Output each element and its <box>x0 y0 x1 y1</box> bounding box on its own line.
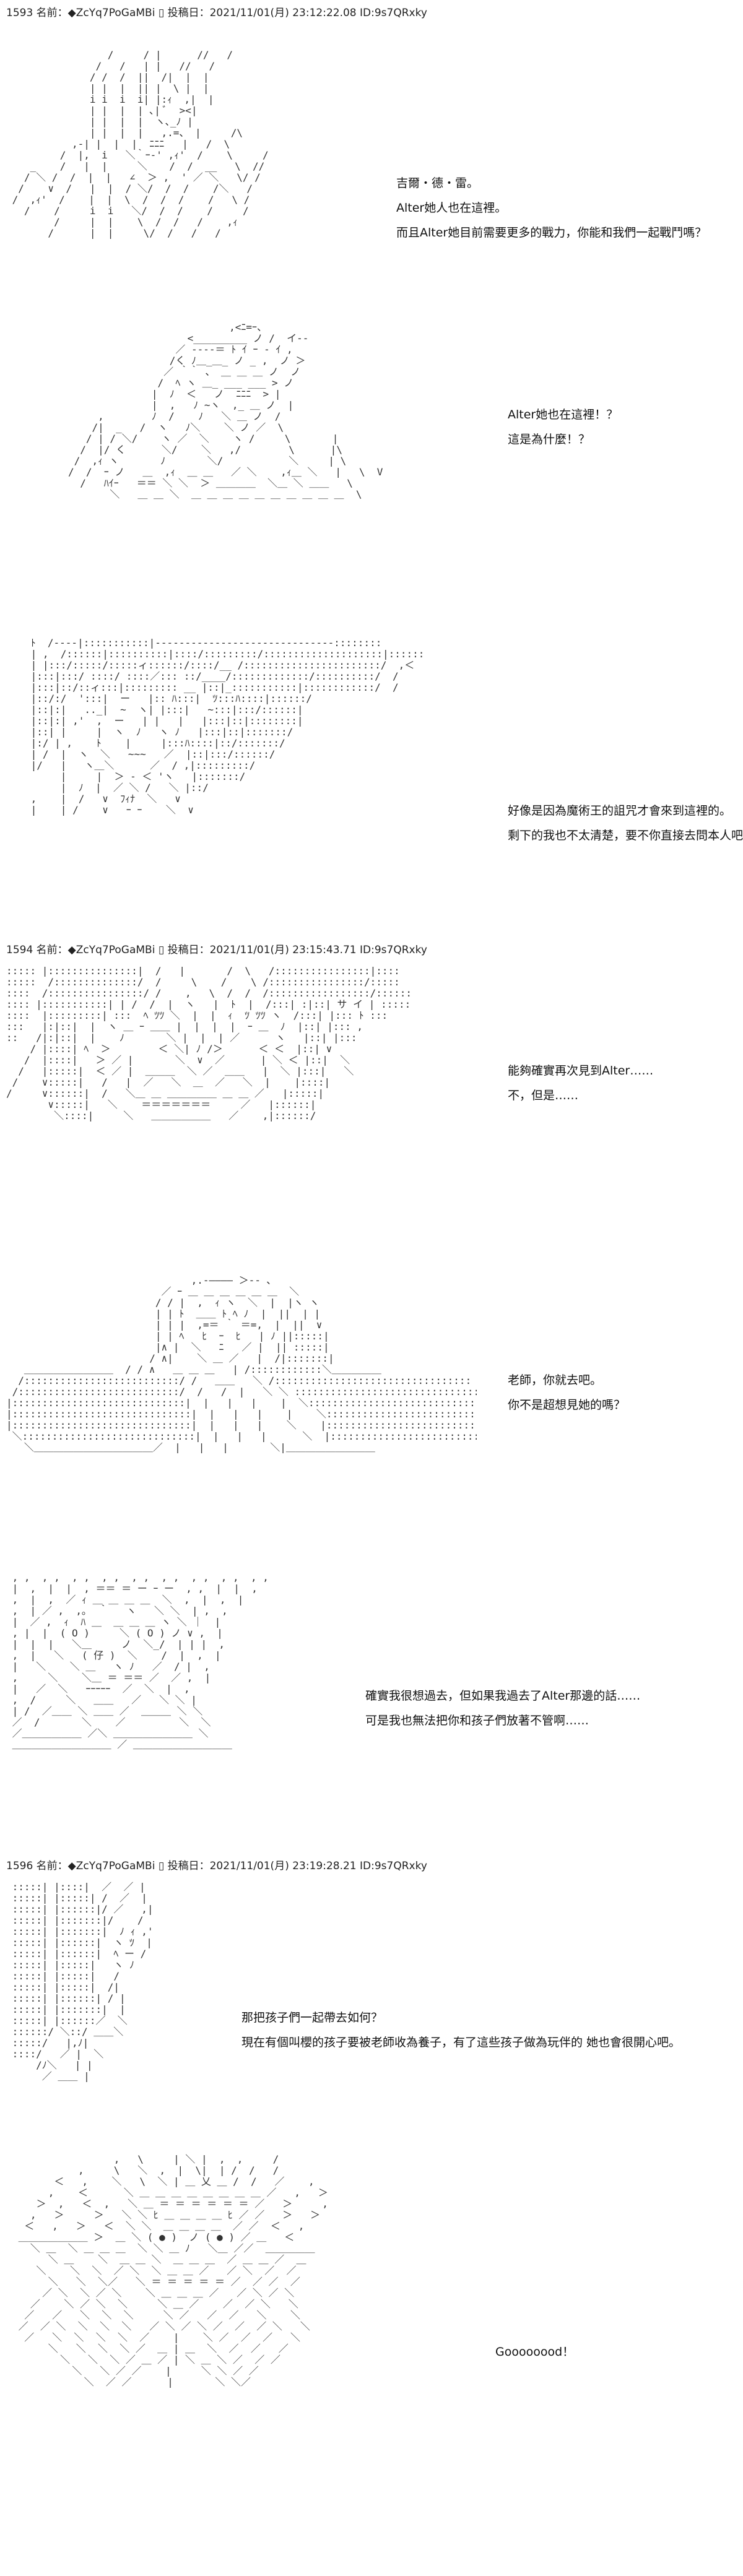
dialogue-line: 老師，你就去吧。 <box>508 1373 602 1387</box>
dialogue-line: 而且Alter她目前需要更多的戰力，你能和我們一起戰鬥嗎？ <box>396 226 707 240</box>
manga-panel-2: ,<ﾆ=ｰ、 <_________ ノ / イ-- ／ ‐‐‐-＝ ﾄ ｲ ｰ … <box>0 322 743 631</box>
dialogue-line: Alter她也在這裡！？ <box>508 408 619 421</box>
dialogue-line: 吉爾・德・雷。 <box>396 176 479 190</box>
ascii-art-gilles-surprised: ,<ﾆ=ｰ、 <_________ ノ / イ-- ／ ‐‐‐-＝ ﾄ ｲ ｰ … <box>68 322 383 500</box>
dialogue-line: Alter她人也在這裡。 <box>396 201 507 215</box>
dialogue-line: 剩下的我也不太清楚，要不你直接去問本人吧？ <box>508 829 743 842</box>
dialogue-line: 這是為什麼！？ <box>508 433 591 446</box>
dialogue-box-2: Alter她也在這裡！？ 這是為什麼！？ <box>508 402 618 452</box>
manga-panel-7: :::::| |::::| ／ ／ | :::::| |:::::| / ／ |… <box>0 1882 743 2142</box>
dialogue-box-6: 確實我很想過去，但如果我過去了Alter那邊的話…… 可是我也無法把你和孩子們放… <box>365 1683 640 1733</box>
dialogue-line: 可是我也無法把你和孩子們放著不管啊…… <box>365 1714 589 1727</box>
manga-panel-5: ,.-―――― ＞-- ､ ／ ｰ ＿ ＿ ＿ ＿ ＿ ＿ ＼ / / | , … <box>0 1275 743 1560</box>
dialogue-line: Goooooood！ <box>495 2345 575 2359</box>
manga-panel-4: ::::: |:::::::::::::::| / | / \ /:::::::… <box>0 966 743 1250</box>
dialogue-line: 現在有個叫櫻的孩子要被老師收為養子，有了這些孩子做為玩伴的 她也會很開心吧。 <box>241 2036 681 2049</box>
ascii-art-gilles-standing: / / | // / / / | | // / / / / || /| | | … <box>12 50 269 239</box>
post-header-1596: 1596 名前：◆ZcYq7PoGaMBi ▯ 投稿日：2021/11/01(月… <box>6 1860 427 1872</box>
ascii-art-ritsuka-explaining: ﾄ /‐‐‐‐|:::::::::::|‐‐‐‐‐‐‐‐‐‐‐‐‐‐‐‐‐‐‐‐… <box>30 638 425 816</box>
dialogue-box-3: 好像是因為魔術王的詛咒才會來到這裡的。 剩下的我也不太清楚，要不你直接去問本人吧… <box>508 798 743 848</box>
ascii-art-ritsuka-encouraging: ,.-―――― ＞-- ､ ／ ｰ ＿ ＿ ＿ ＿ ＿ ＿ ＼ / / | , … <box>6 1275 477 1453</box>
dialogue-box-5: 老師，你就去吧。 你不是超想見她的嗎？ <box>508 1368 625 1417</box>
dialogue-line: 能夠確實再次見到Alter…… <box>508 1064 654 1078</box>
dialogue-line: 不，但是…… <box>508 1089 579 1102</box>
post-header-1593: 1593 名前：◆ZcYq7PoGaMBi ▯ 投稿日：2021/11/01(月… <box>6 7 427 19</box>
dialogue-box-7: 那把孩子們一起帶去如何？ 現在有個叫櫻的孩子要被老師收為養子，有了這些孩子做為玩… <box>241 2005 680 2055</box>
dialogue-box-4: 能夠確實再次見到Alter…… 不，但是…… <box>508 1058 653 1108</box>
post-header-1594: 1594 名前：◆ZcYq7PoGaMBi ▯ 投稿日：2021/11/01(月… <box>6 944 427 956</box>
dialogue-box-1: 吉爾・德・雷。 Alter她人也在這裡。 而且Alter她目前需要更多的戰力，你… <box>396 171 706 245</box>
manga-panel-8: , \ | ＼ | , , / , \ ＼ , | \| | / / / ＜ ,… <box>0 2154 743 2575</box>
ascii-art-gilles-hesitating: , , , , , , , , , , , , , , , , , , | , … <box>12 1572 269 1750</box>
ascii-art-gilles-excited: , \ | ＼ | , , / , \ ＼ , | \| | / / / ＜ ,… <box>18 2154 328 2388</box>
manga-panel-6: , , , , , , , , , , , , , , , , , , | , … <box>0 1572 743 1844</box>
dialogue-line: 確實我很想過去，但如果我過去了Alter那邊的話…… <box>365 1689 641 1703</box>
manga-panel-1: / / | // / / / | | // / / / / || /| | | … <box>0 25 743 297</box>
manga-panel-3: ﾄ /‐‐‐‐|:::::::::::|‐‐‐‐‐‐‐‐‐‐‐‐‐‐‐‐‐‐‐‐… <box>0 638 743 928</box>
dialogue-line: 那把孩子們一起帶去如何？ <box>241 2011 383 2025</box>
ascii-art-gilles-closeup: ::::: |:::::::::::::::| / | / \ /:::::::… <box>6 966 412 1122</box>
dialogue-line: 你不是超想見她的嗎？ <box>508 1398 626 1412</box>
dialogue-line: 好像是因為魔術王的詛咒才會來到這裡的。 <box>508 804 732 818</box>
ascii-art-ritsuka-suggesting: :::::| |::::| ／ ／ | :::::| |:::::| / ／ |… <box>12 1882 154 2082</box>
dialogue-box-8: Goooooood！ <box>495 2340 574 2364</box>
